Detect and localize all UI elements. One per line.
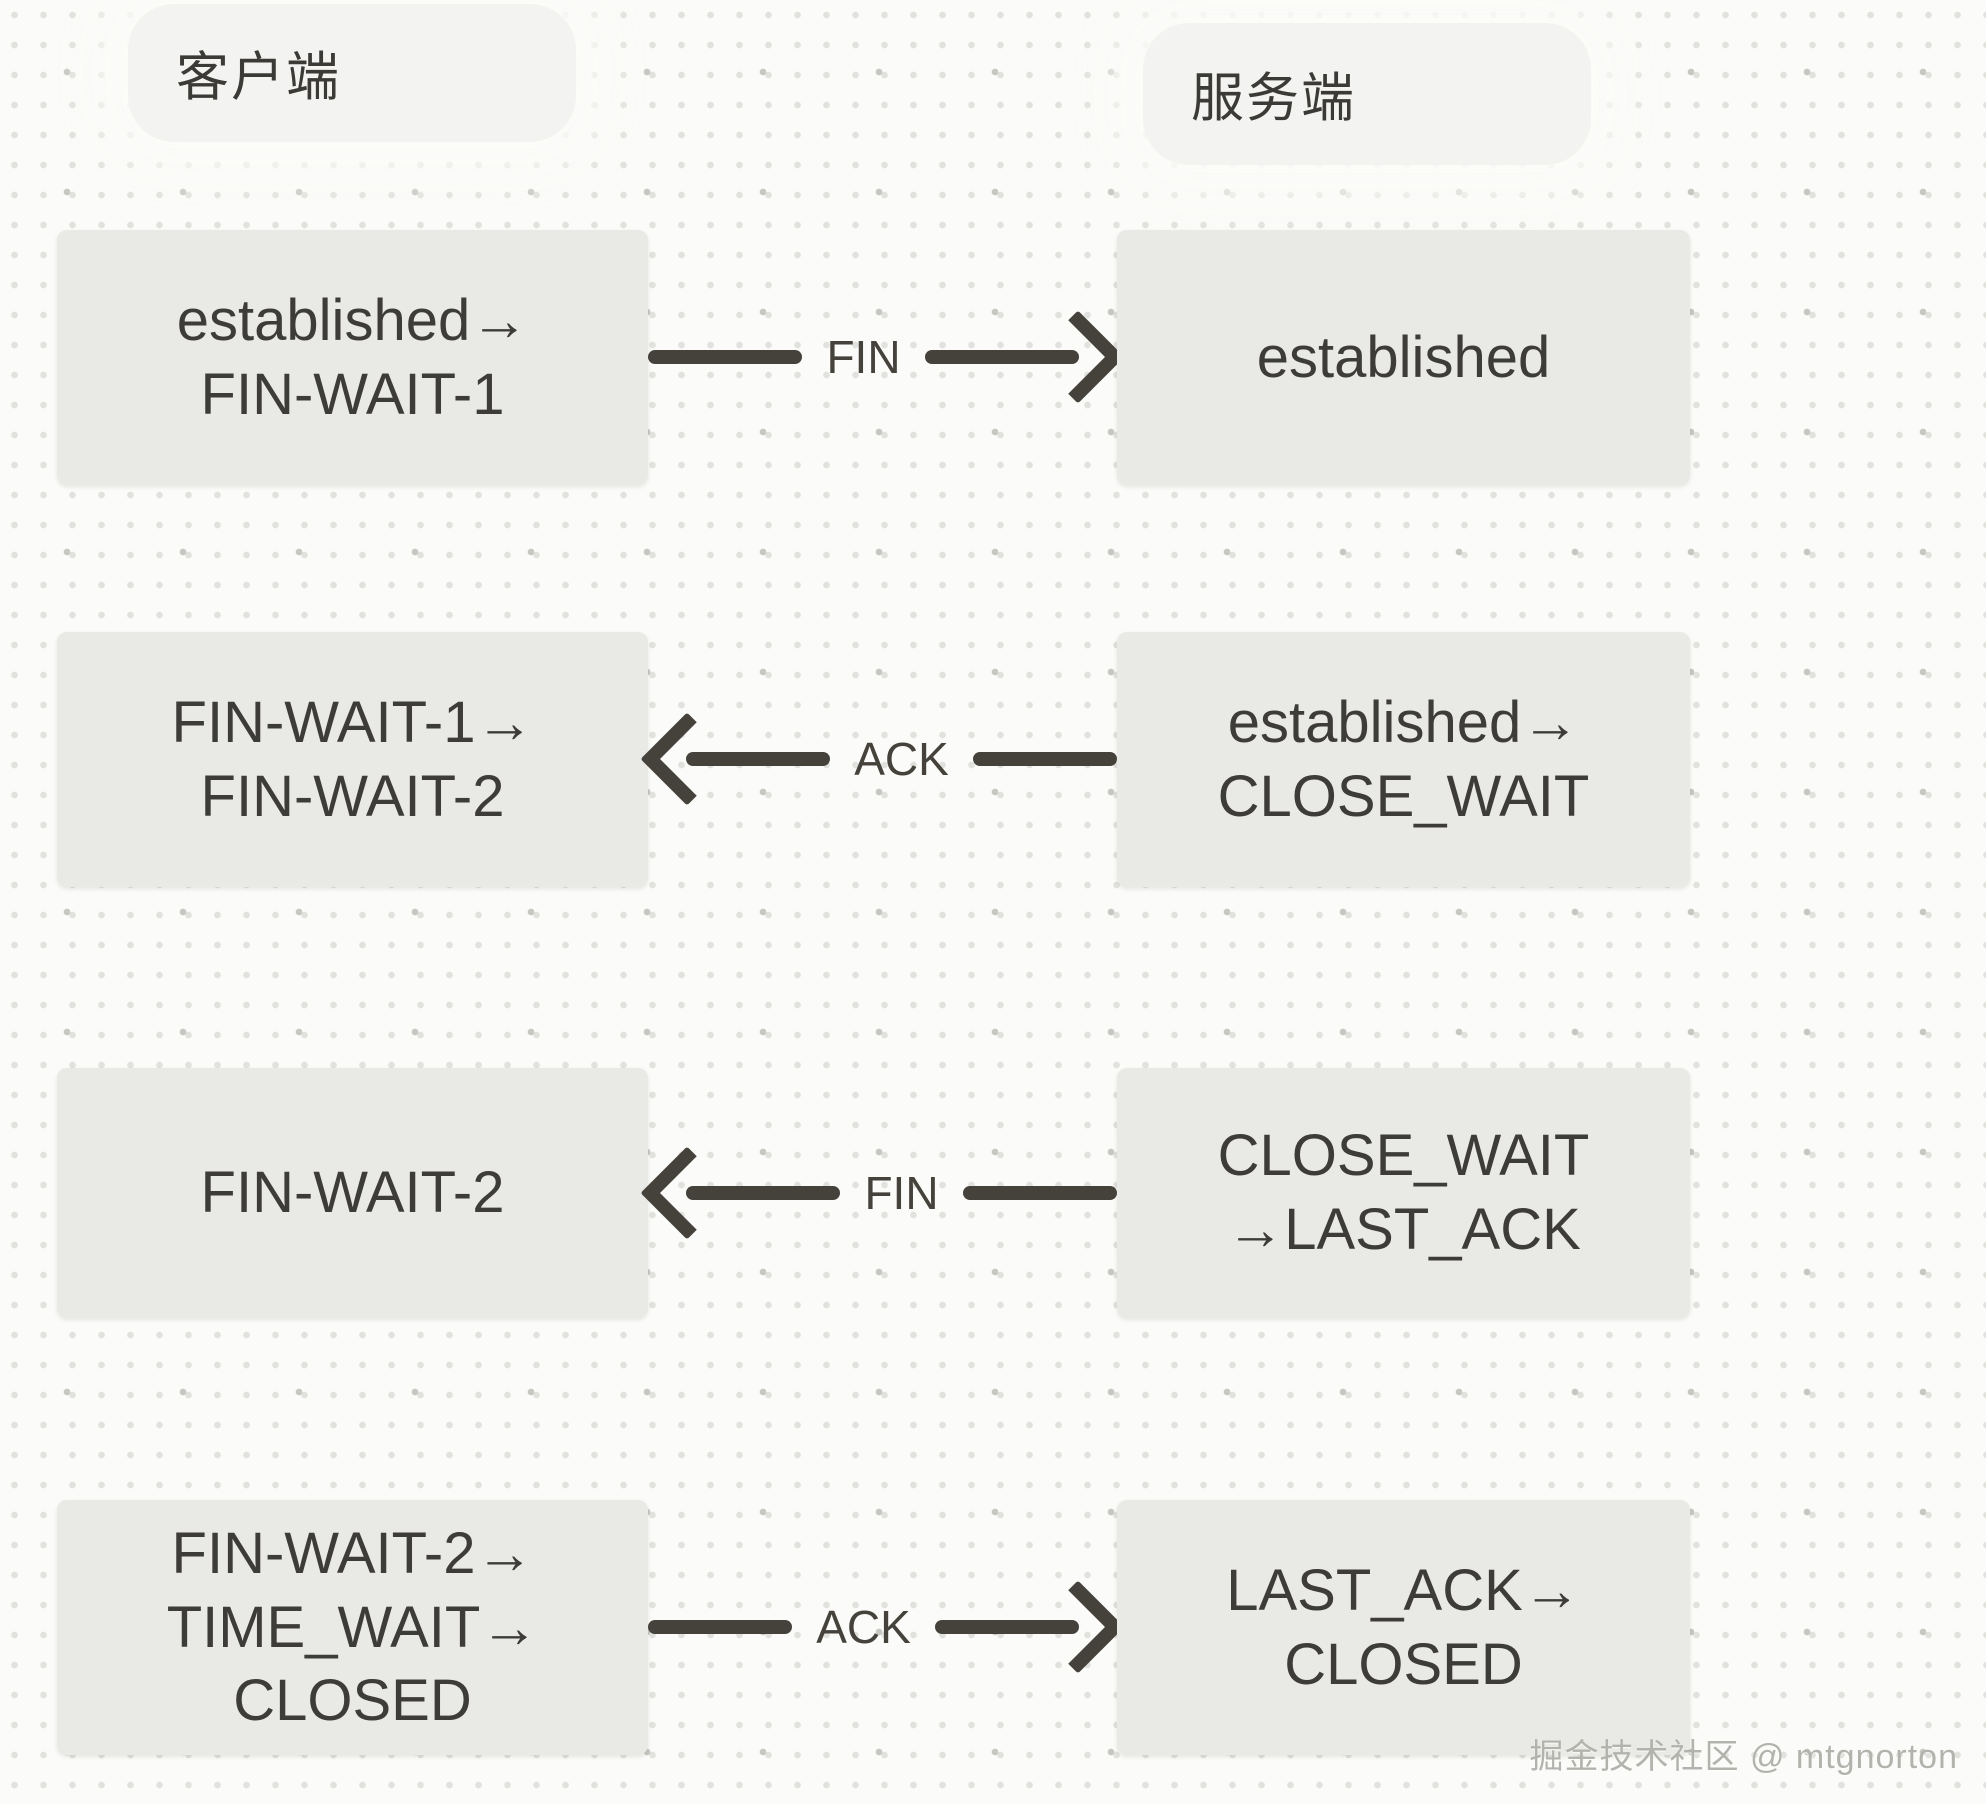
arrow-line-segment: [962, 1186, 1118, 1200]
state-text-line: FIN-WAIT-2→: [171, 1521, 534, 1587]
client-column-pill: 客户端: [128, 4, 576, 142]
server-column-label: 服务端: [1191, 69, 1356, 128]
state-text-line: CLOSED: [233, 1668, 472, 1734]
state-text-line: CLOSE_WAIT: [1217, 1123, 1590, 1189]
arrow-row3-fin: FIN: [640, 1133, 1118, 1253]
arrow-line-segment: [972, 752, 1117, 766]
server-state-box-row4: LAST_ACK→ CLOSED: [1117, 1500, 1690, 1755]
state-text-line: →LAST_ACK: [1226, 1197, 1581, 1262]
client-state-box-row2: FIN-WAIT-1→ FIN-WAIT-2: [57, 632, 648, 887]
state-text-line: CLOSE_WAIT: [1217, 763, 1590, 829]
state-text-line: LAST_ACK→: [1226, 1557, 1581, 1623]
state-text-line: FIN-WAIT-1: [200, 361, 505, 427]
arrow-line-segment: [686, 752, 831, 766]
state-text-line: CLOSED: [1284, 1631, 1523, 1697]
state-text-line: established: [1256, 324, 1551, 390]
state-text-line: FIN-WAIT-2: [200, 1160, 505, 1226]
arrow-line-segment: [934, 1620, 1079, 1634]
server-state-box-row3: CLOSE_WAIT →LAST_ACK: [1117, 1068, 1690, 1318]
client-state-box-row4: FIN-WAIT-2→ TIME_WAIT→ CLOSED: [57, 1500, 648, 1755]
arrow-line-segment: [924, 350, 1080, 364]
arrow-row2-ack: ACK: [640, 699, 1117, 819]
arrow-row1-fin: FIN: [648, 297, 1125, 417]
watermark-text: 掘金技术社区 @ mtgnorton: [1529, 1738, 1958, 1776]
server-column-pill: 服务端: [1143, 23, 1591, 165]
arrow-line-segment: [648, 1620, 793, 1634]
arrow-line-segment: [648, 350, 803, 364]
state-text-line: FIN-WAIT-1→: [171, 689, 534, 755]
server-state-box-row1: established: [1117, 230, 1690, 485]
state-text-line: TIME_WAIT→: [166, 1594, 539, 1660]
arrow-message-label: FIN: [864, 1167, 939, 1219]
client-state-box-row1: established→ FIN-WAIT-1: [57, 230, 648, 485]
arrow-message-label: FIN: [826, 331, 901, 383]
arrow-message-label: ACK: [854, 733, 949, 785]
arrowhead-right-icon: [1031, 310, 1125, 404]
state-text-line: FIN-WAIT-2: [200, 763, 505, 829]
arrowhead-left-icon: [640, 712, 734, 806]
arrowhead-right-icon: [1031, 1580, 1125, 1674]
state-text-line: established→: [176, 287, 529, 353]
arrow-line-segment: [686, 1186, 841, 1200]
client-column-label: 客户端: [176, 48, 341, 107]
arrow-message-label: ACK: [816, 1601, 911, 1653]
server-state-box-row2: established→ CLOSE_WAIT: [1117, 632, 1690, 887]
arrowhead-left-icon: [640, 1146, 734, 1240]
client-state-box-row3: FIN-WAIT-2: [57, 1068, 648, 1318]
arrow-row4-ack: ACK: [648, 1567, 1125, 1687]
state-text-line: established→: [1227, 689, 1580, 755]
